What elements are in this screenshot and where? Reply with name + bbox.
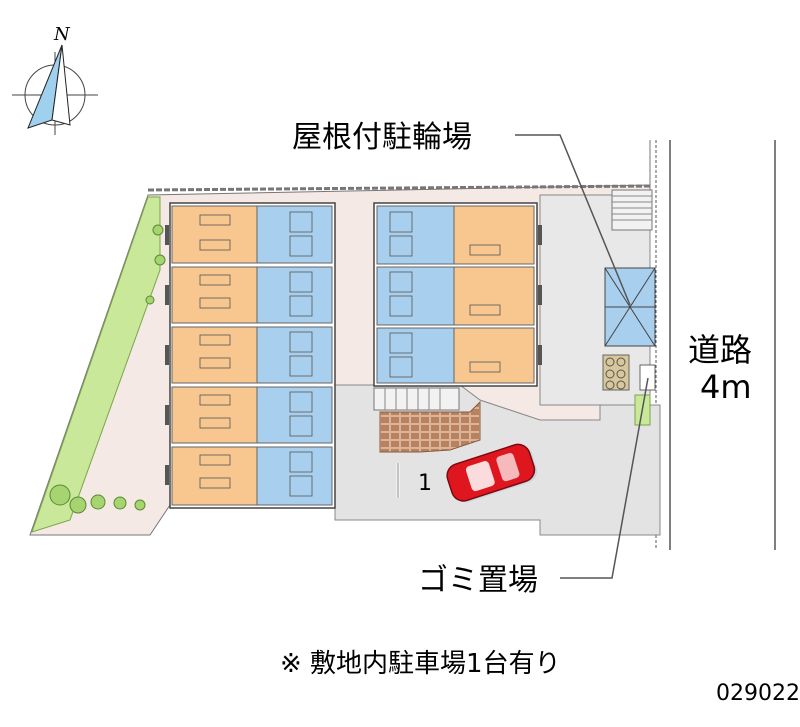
stairs <box>611 189 653 231</box>
right-unit-3 <box>376 327 535 384</box>
parking-space-1: 1 <box>396 463 432 498</box>
property-code: 029022 <box>716 681 800 706</box>
left-unit-2 <box>171 266 333 324</box>
road-width: 4m <box>700 368 752 406</box>
compass-icon: N <box>12 24 98 135</box>
left-unit-4 <box>171 386 333 444</box>
trees <box>49 224 166 514</box>
garbage-label: ゴミ置場 <box>418 563 538 598</box>
grass-left <box>31 196 161 533</box>
road-label: 道路 4m <box>684 331 764 406</box>
left-unit-3 <box>171 326 333 384</box>
parking-note: ※ 敷地内駐車場1台有り <box>280 649 561 679</box>
left-building <box>165 202 336 509</box>
right-building <box>373 202 542 387</box>
brick-paving <box>379 400 481 453</box>
bicycle-parking-callout: 屋根付駐輪場 <box>292 120 631 306</box>
road-name: 道路 <box>688 331 752 369</box>
covered-bicycle-parking <box>604 267 656 347</box>
garbage-callout: ゴミ置場 <box>418 377 649 598</box>
garbage-area <box>639 364 656 391</box>
left-unit-1 <box>171 205 333 264</box>
bicycle-parking-label: 屋根付駐輪場 <box>292 120 472 155</box>
north-label: N <box>53 24 71 45</box>
car-icon <box>446 443 537 503</box>
right-unit-1 <box>376 205 535 265</box>
parking-number: 1 <box>418 471 432 496</box>
central-stairs <box>373 387 460 411</box>
bicycles <box>602 354 630 391</box>
